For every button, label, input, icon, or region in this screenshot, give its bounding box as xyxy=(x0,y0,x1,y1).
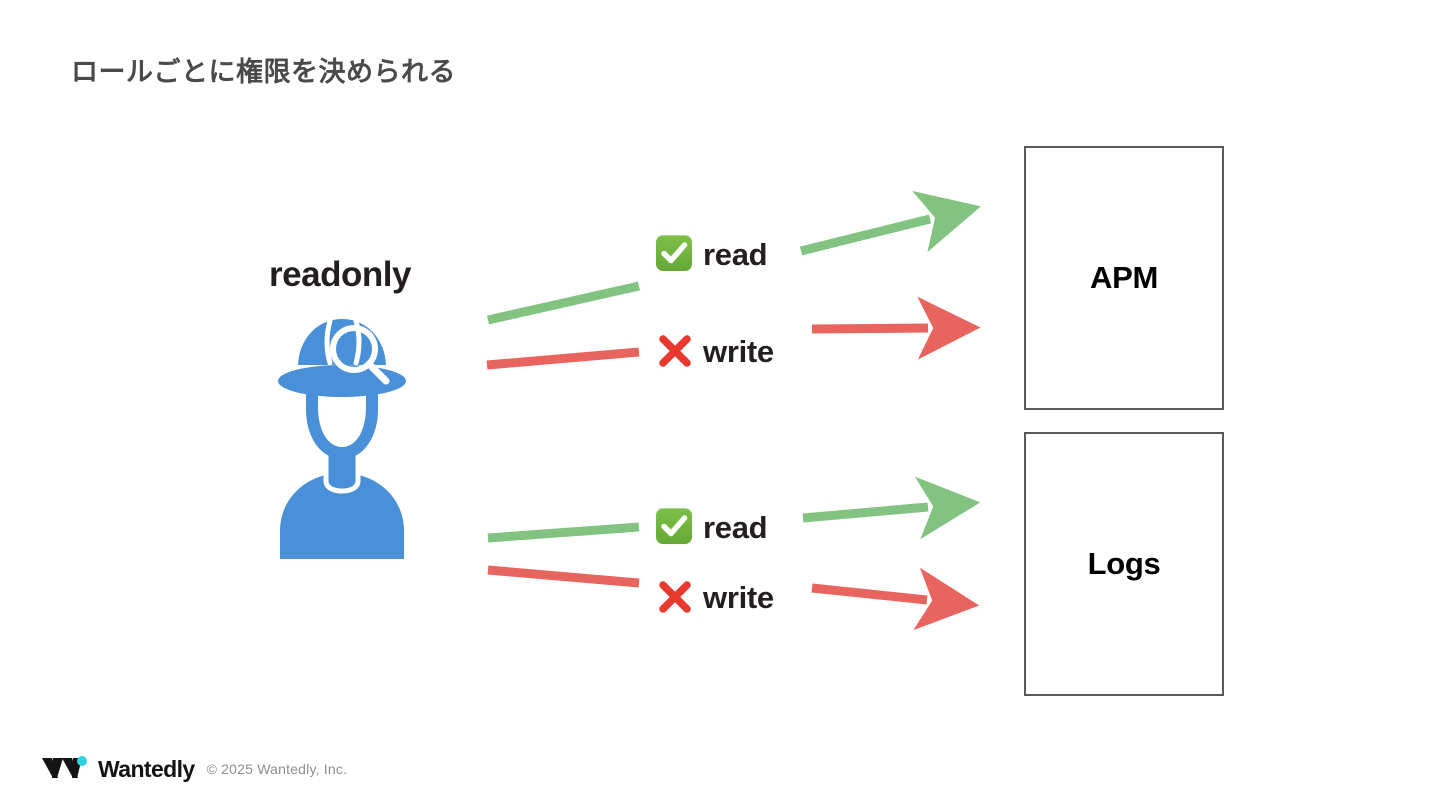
brand-name: Wantedly xyxy=(98,755,195,782)
permission-row-apm-read: read xyxy=(656,232,768,276)
permission-row-logs-write: write xyxy=(656,575,774,619)
connector-actor-logs-write xyxy=(487,565,640,588)
permission-label: read xyxy=(703,509,768,545)
role-label: readonly xyxy=(269,255,411,294)
white-check-mark-icon xyxy=(656,235,694,273)
white-check-mark-icon xyxy=(656,508,694,546)
copyright-text: © 2025 Wantedly, Inc. xyxy=(206,761,348,777)
wantedly-w-mark-icon xyxy=(42,756,87,778)
permission-label: write xyxy=(703,579,774,615)
arrow-apm-write xyxy=(811,296,981,360)
connector-actor-apm-read xyxy=(487,281,640,325)
permission-label: write xyxy=(703,333,774,369)
footer: Wantedly © 2025 Wantedly, Inc. xyxy=(40,754,347,784)
connector-actor-logs-read xyxy=(487,522,640,543)
detective-person-icon xyxy=(268,305,416,563)
arrow-apm-read xyxy=(799,190,981,256)
target-box-logs: Logs xyxy=(1024,432,1224,696)
page-title: ロールごとに権限を決められる xyxy=(71,57,456,87)
connector-actor-apm-write xyxy=(486,347,640,370)
cross-mark-icon xyxy=(656,332,694,370)
permission-row-apm-write: write xyxy=(656,329,774,373)
target-box-label: APM xyxy=(1090,260,1158,295)
arrow-logs-write xyxy=(811,567,980,631)
permission-row-logs-read: read xyxy=(656,505,768,549)
arrow-logs-read xyxy=(802,476,981,540)
wantedly-logo: Wantedly xyxy=(40,754,195,784)
permission-label: read xyxy=(703,236,768,272)
cross-mark-icon xyxy=(656,578,694,616)
target-box-apm: APM xyxy=(1024,146,1224,410)
target-box-label: Logs xyxy=(1087,546,1161,581)
